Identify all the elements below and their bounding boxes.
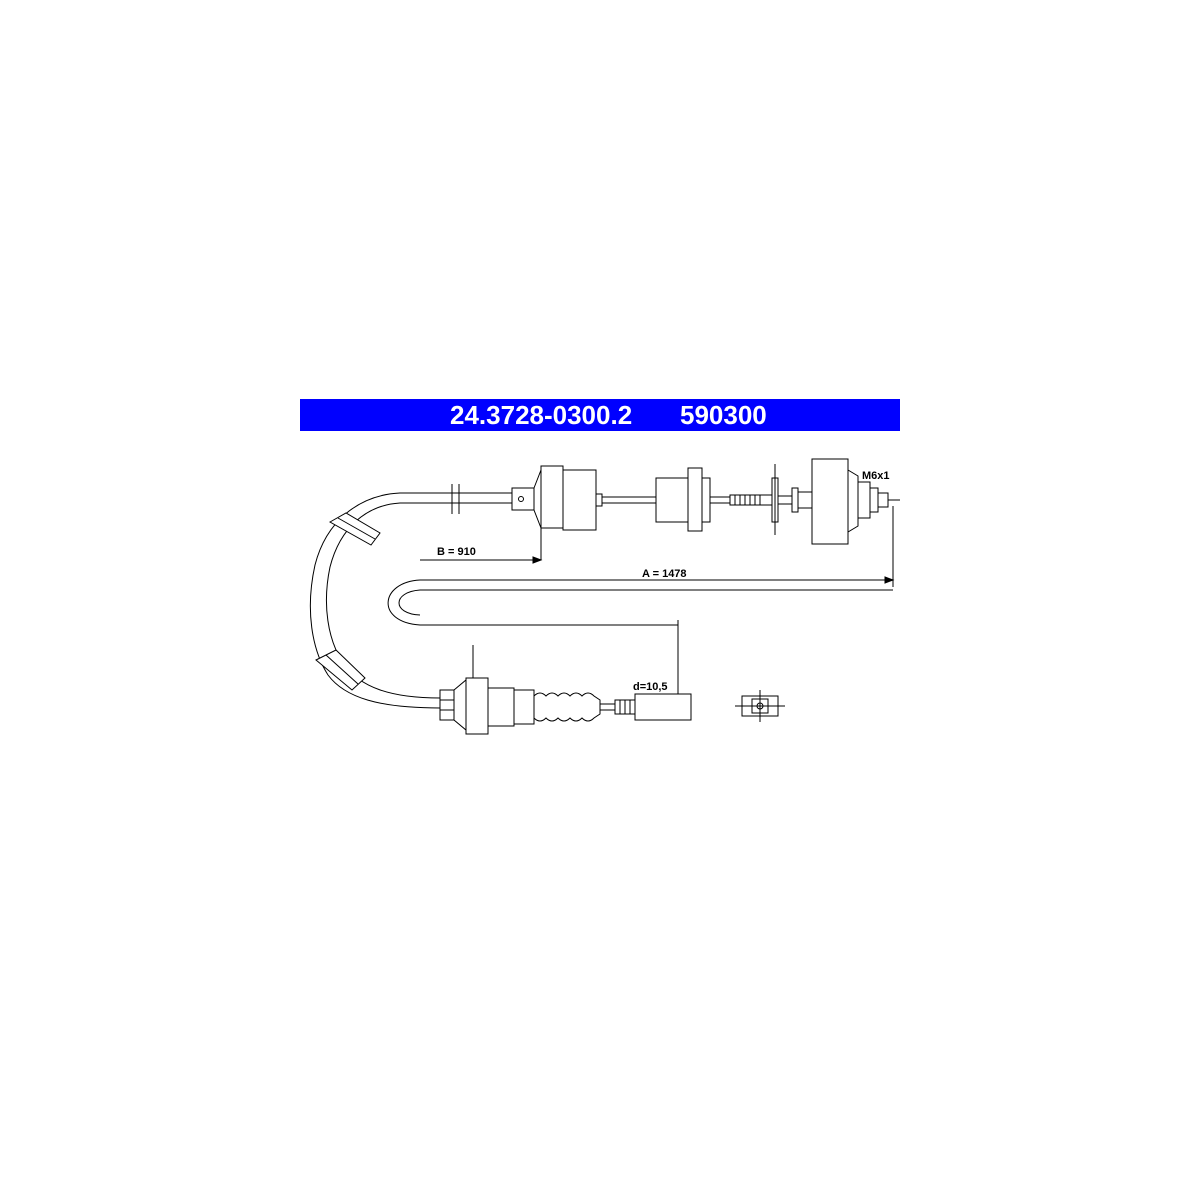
threaded-rod — [729, 464, 813, 535]
dimension-a — [387, 506, 895, 708]
part-number-banner: 24.3728-0300.2 590300 — [300, 399, 900, 431]
damper-body — [655, 467, 730, 532]
dimension-b — [420, 556, 543, 564]
dimension-a-label: A = 1478 — [642, 568, 687, 580]
lower-end-fitting — [439, 677, 692, 735]
part-number: 24.3728-0300.2 — [450, 400, 633, 430]
sheath-clip-upper — [328, 512, 381, 546]
end-eye-detail — [735, 690, 785, 722]
rubber-buffer — [811, 458, 900, 545]
dimension-b-label: B = 910 — [437, 546, 476, 558]
cable-sheath — [309, 484, 512, 709]
alternate-number: 590300 — [680, 400, 767, 430]
dimension-d-label: d=10,5 — [633, 681, 668, 693]
sheath-clip-lower — [315, 649, 366, 691]
inner-cable-upper — [602, 496, 656, 504]
upper-end-fitting — [511, 465, 603, 560]
thread-label: M6x1 — [862, 470, 890, 482]
